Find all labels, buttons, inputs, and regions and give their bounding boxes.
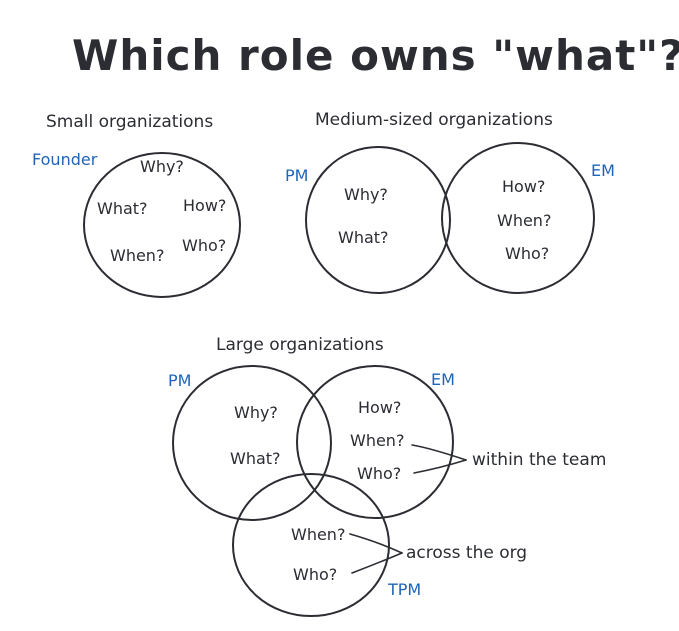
org-connector-when	[349, 533, 403, 554]
large-org-heading: Large organizations	[216, 335, 384, 355]
medium-org-heading: Medium-sized organizations	[315, 110, 553, 130]
large-pm-label: PM	[168, 371, 191, 390]
large-tpm-circle	[232, 473, 390, 617]
founder-label: Founder	[32, 150, 98, 169]
large-tpm-when: When?	[291, 525, 345, 544]
founder-circle	[83, 152, 241, 298]
founder-when: When?	[110, 246, 164, 265]
medium-em-who: Who?	[505, 244, 549, 263]
medium-em-circle	[441, 142, 595, 294]
within-team-note: within the team	[472, 450, 606, 470]
founder-who: Who?	[182, 236, 226, 255]
team-connector-who	[413, 459, 467, 474]
large-em-when: When?	[350, 431, 404, 450]
org-connector-who	[351, 552, 403, 574]
medium-pm-circle	[305, 146, 451, 294]
medium-em-label: EM	[591, 161, 615, 180]
founder-what: What?	[97, 199, 148, 218]
team-connector-when	[411, 444, 467, 461]
small-org-heading: Small organizations	[46, 112, 213, 132]
large-pm-circle	[172, 365, 332, 521]
large-pm-why: Why?	[234, 403, 278, 422]
founder-how: How?	[183, 196, 226, 215]
large-em-how: How?	[358, 398, 401, 417]
medium-em-when: When?	[497, 211, 551, 230]
medium-em-how: How?	[502, 177, 545, 196]
across-org-note: across the org	[406, 543, 527, 563]
large-em-circle	[296, 365, 454, 519]
medium-pm-label: PM	[285, 166, 308, 185]
founder-why: Why?	[140, 157, 184, 176]
page-title: Which role owns "what"?	[72, 31, 679, 80]
medium-pm-what: What?	[338, 228, 389, 247]
medium-pm-why: Why?	[344, 185, 388, 204]
large-em-who: Who?	[357, 464, 401, 483]
large-pm-what: What?	[230, 449, 281, 468]
large-em-label: EM	[431, 370, 455, 389]
large-tpm-who: Who?	[293, 565, 337, 584]
large-tpm-label: TPM	[387, 580, 421, 599]
